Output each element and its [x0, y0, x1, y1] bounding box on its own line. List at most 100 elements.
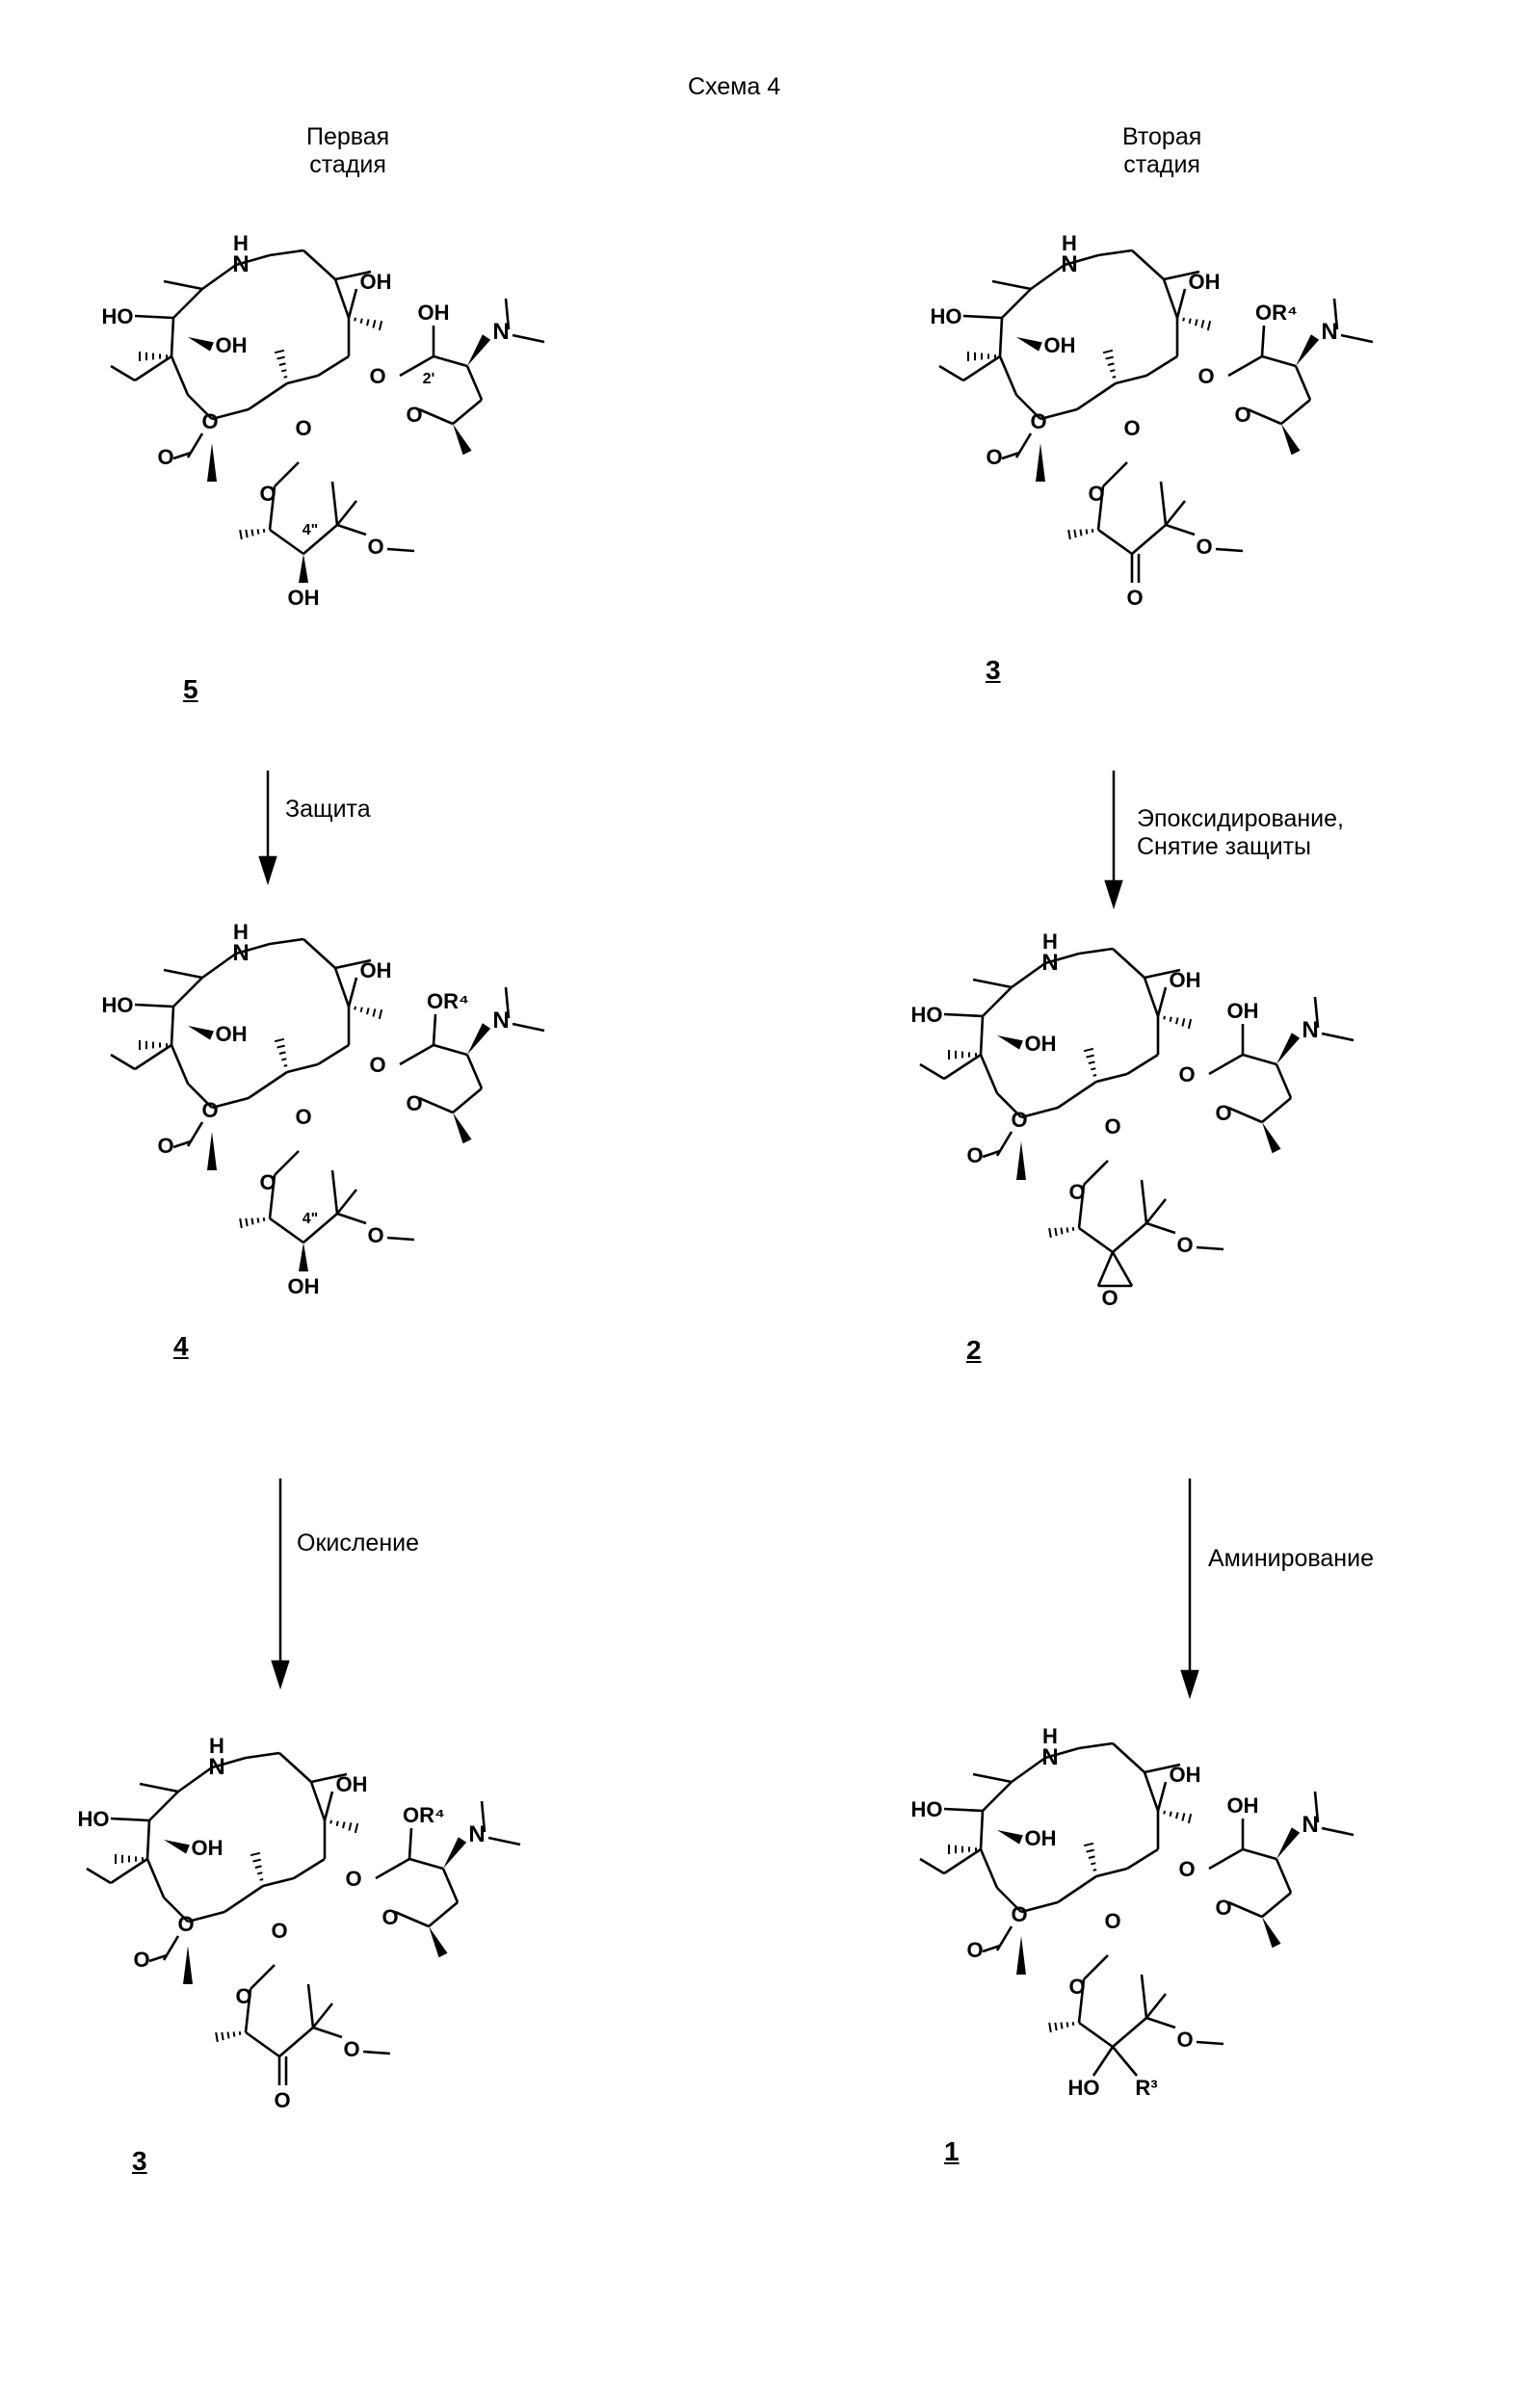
hash-stroke [1176, 1017, 1178, 1024]
methyl-hash [949, 1050, 976, 1060]
epoxide-bond [1113, 1252, 1132, 1286]
methyl-hash [240, 529, 264, 539]
methyl-hash [275, 1039, 287, 1066]
methyl-hash [330, 1820, 357, 1833]
lactone-oxygen-label: O [177, 1912, 194, 1936]
structure-svg: HNHOOHOOOHOONOR⁴OOOO [72, 1714, 612, 2196]
cladinose-ring-bond [1113, 1223, 1146, 1252]
hash-stroke [250, 1853, 260, 1855]
desosamine-ring-bond [1262, 356, 1296, 366]
macrocycle-bond [1079, 949, 1113, 954]
hash-stroke [246, 530, 247, 537]
macrocycle-bond [1031, 265, 1065, 289]
macrocycle-bond [1077, 383, 1116, 409]
macrocycle-bond [981, 1016, 983, 1055]
hash-stroke [246, 1218, 247, 1226]
desosamine-ring-bond [1209, 1055, 1243, 1074]
cladinose-ring-bond [1079, 1228, 1113, 1252]
methoxy-oxygen-label: O [367, 535, 383, 559]
methoxy-methyl-bond [363, 2052, 390, 2054]
hash-stroke [1061, 1228, 1062, 1235]
macrocycle-bond [171, 318, 173, 356]
structure-compound-2: HNHOOHOOOHOONOHOOOO [906, 910, 1445, 1392]
dimethylamino-wedge [467, 334, 490, 366]
bond [135, 316, 173, 318]
macrocycle-bond [171, 356, 188, 395]
macrocycle-bond [1127, 1055, 1158, 1074]
methyl-wedge [183, 1946, 193, 1984]
macrocycle-bond [1113, 949, 1144, 978]
hydroxyl-wedge [1016, 337, 1042, 352]
macrocycle-bond [1012, 963, 1045, 987]
desosamine-ring-bond [419, 409, 453, 424]
methyl-bond [973, 980, 1012, 987]
bond [1113, 2047, 1137, 2076]
right-hydroxyl-label: OH [1189, 270, 1221, 294]
hash-stroke [1189, 1814, 1191, 1823]
arrow-epoxidation-head [1106, 881, 1121, 905]
cladinose-ring-bond [1098, 530, 1132, 554]
methyl-hash [140, 352, 167, 361]
macrocycle-bond [249, 383, 287, 409]
hash-stroke [1106, 357, 1114, 359]
macrocycle-bond [149, 1792, 178, 1820]
carbonyl-oxygen-label: O [966, 1938, 983, 1962]
hash-stroke [1182, 1813, 1184, 1820]
methyl-bond [1146, 1199, 1166, 1223]
hash-stroke [1068, 530, 1070, 539]
position-2prime-label: 2' [423, 371, 435, 387]
left-hydroxyl-label: HO [911, 1003, 943, 1027]
position-4dprime-label: 4" [303, 522, 318, 538]
skeleton: HNHOOHOOOHOONOHOOOHOR³ [911, 1724, 1355, 2100]
skeleton: HNHOOHOOOHOONOHOOOO [911, 929, 1355, 1310]
inner-hydroxyl-label: OH [216, 333, 248, 357]
cladinose-ring-bond [1084, 1161, 1108, 1185]
methyl-hash [275, 351, 287, 378]
hash-stroke [1189, 1019, 1191, 1029]
hash-stroke [1196, 319, 1197, 326]
macrocycle-bond [303, 250, 335, 279]
macrocycle-bond [335, 279, 349, 318]
methyl-wedge [429, 1926, 447, 1957]
hash-stroke [281, 370, 286, 371]
methyl-wedge [1016, 1141, 1026, 1180]
methyl-hash [216, 2031, 240, 2042]
cladinose-ring-bond [1142, 1180, 1146, 1223]
skeleton: HNHOOHOOOHOONOR⁴OOOO [931, 231, 1374, 610]
cladinose-ring-oxygen: O [1088, 482, 1104, 506]
cladinose-ring-oxygen: O [259, 482, 276, 506]
step-epoxidation: Эпоксидирование, Снятие защиты [1137, 805, 1344, 861]
right-hydroxyl-label: OH [1170, 1763, 1201, 1787]
lactone-oxygen-label: O [1030, 409, 1046, 433]
hash-stroke [1087, 1850, 1094, 1852]
macrocycle-bond [1012, 1758, 1045, 1782]
ethyl-bond [111, 366, 135, 380]
hash-stroke [1084, 1844, 1093, 1845]
macrocycle-bond [263, 1878, 294, 1886]
macrocycle-bond [1144, 1772, 1158, 1811]
macrocycle-bond [1113, 1743, 1144, 1772]
methyl-wedge [453, 424, 471, 455]
inner-hydroxyl-label: OH [1025, 1826, 1057, 1850]
macrocycle-bond [178, 1767, 212, 1792]
cladinose-ring-oxygen: O [259, 1170, 276, 1194]
desosamine-ring-bond [1243, 1849, 1276, 1859]
macrocycle-bond [1096, 1074, 1127, 1082]
hash-stroke [255, 1866, 262, 1868]
hydroxyl-wedge [299, 554, 308, 583]
desosamine-ring-bond [1276, 1859, 1291, 1893]
methoxy-bond [337, 1214, 366, 1223]
desosamine-ring-bond [1228, 356, 1262, 376]
hash-stroke [1089, 1061, 1095, 1063]
macrocycle-bond [171, 1007, 173, 1045]
skeleton: HNHOOHOOOHOONOR⁴OOOO [78, 1734, 521, 2112]
hash-stroke [284, 377, 287, 378]
dimethylamino-wedge [467, 1023, 490, 1055]
hash-stroke [1208, 321, 1210, 330]
structure-svg: HNHOOHOOOHOONOR⁴OOOO [925, 212, 1464, 694]
methoxy-oxygen-label: O [343, 2037, 359, 2061]
hash-stroke [234, 2031, 235, 2036]
dimethylamino-wedge [1276, 1827, 1300, 1859]
carbonyl-oxygen-label: O [157, 445, 173, 469]
cladinose-ring-bond [1132, 525, 1166, 554]
